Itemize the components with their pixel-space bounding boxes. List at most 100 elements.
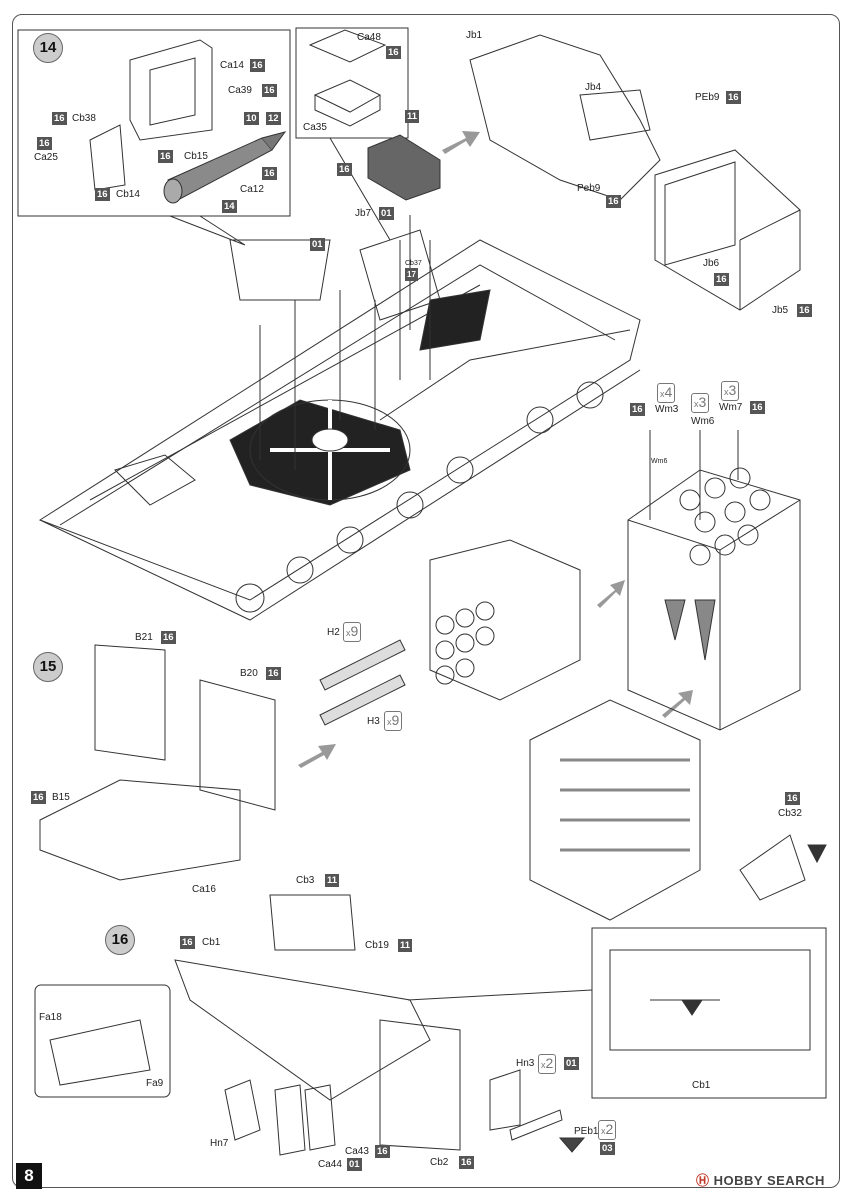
label-cb14: Cb14	[116, 189, 140, 200]
inset-leader-16	[407, 989, 593, 1001]
label-ca43: Ca43	[345, 1146, 369, 1157]
color-code-01: 01	[310, 238, 325, 251]
color-code-b15: 16	[31, 791, 46, 804]
label-ca16: Ca16	[192, 884, 216, 895]
fa-inset	[34, 984, 171, 1098]
label-h2: H2	[327, 627, 340, 638]
step-15-badge: 15	[33, 652, 63, 682]
label-peb1: PEb1	[574, 1126, 599, 1137]
label-ca48: Ca48	[357, 32, 381, 43]
color-code-12: 12	[266, 112, 281, 125]
quantity-wm7: x3	[721, 381, 740, 401]
label-ca14: Ca14	[220, 60, 244, 71]
label-peb9-upper: PEb9	[695, 92, 720, 103]
label-ca25: Ca25	[34, 152, 58, 163]
mount-bracket-part	[89, 39, 213, 191]
label-jb5: Jb5	[772, 305, 789, 316]
color-code-cb2: 16	[459, 1156, 474, 1169]
color-code-14: 14	[222, 200, 237, 213]
label-ca44: Ca44	[318, 1159, 342, 1170]
color-code-ca39: 16	[262, 84, 277, 97]
label-hn7: Hn7	[210, 1138, 229, 1149]
label-cb19: Cb19	[365, 940, 389, 951]
label-peb9-lower: Peb9	[577, 183, 601, 194]
color-code-cb3: 11	[325, 874, 340, 887]
color-code-16-ca12: 16	[262, 167, 277, 180]
label-b15: B15	[52, 792, 70, 803]
color-code-cb14: 16	[95, 188, 110, 201]
label-cb32: Cb32	[778, 808, 802, 819]
step-14-badge: 14	[33, 33, 63, 63]
label-jb1: Jb1	[466, 30, 483, 41]
color-code-b20: 16	[266, 667, 281, 680]
label-wm6: Wm6	[691, 416, 715, 427]
label-ca12: Ca12	[240, 184, 264, 195]
panel-cb1	[174, 959, 431, 1101]
label-cb37: Cb37	[405, 260, 422, 267]
ammo-rack-lower	[529, 699, 827, 921]
label-h3: H3	[367, 716, 380, 727]
color-code-ca44: 01	[347, 1158, 362, 1171]
tray-inset	[295, 27, 409, 139]
color-code-wm3: 16	[630, 403, 645, 416]
color-code-jb7: 01	[379, 207, 394, 220]
color-code-cb1: 16	[180, 936, 195, 949]
label-ca39: Ca39	[228, 85, 252, 96]
color-code-ca43: 16	[375, 1145, 390, 1158]
net-part-jb1	[469, 34, 661, 201]
label-cb2: Cb2	[430, 1157, 449, 1168]
color-code-peb9: 16	[606, 195, 621, 208]
label-jb7: Jb7	[355, 208, 372, 219]
label-wm7: Wm7	[719, 402, 743, 413]
color-code-tray-11: 11	[405, 110, 420, 123]
label-wm3: Wm3	[655, 404, 679, 415]
rack-parts-b20-b21	[39, 644, 276, 881]
direction-arrows	[298, 131, 693, 768]
color-code-jb4: 16	[726, 91, 741, 104]
color-code-tray-16: 16	[337, 163, 352, 176]
label-b20: B20	[240, 668, 258, 679]
page-frame	[12, 14, 840, 1188]
ammo-rack-upper	[627, 430, 801, 731]
color-code-b21: 16	[161, 631, 176, 644]
label-b21: B21	[135, 632, 153, 643]
label-cb15: Cb15	[184, 151, 208, 162]
shell-round-ca12	[163, 131, 287, 204]
label-cb1-detail: Cb1	[692, 1080, 711, 1091]
quantity-wm3: x4	[657, 383, 676, 403]
part-cb3	[269, 894, 356, 951]
label-cb3: Cb3	[296, 875, 315, 886]
color-code-hn3: 01	[564, 1057, 579, 1070]
label-jb6: Jb6	[703, 258, 720, 269]
tray-part-11	[367, 134, 441, 201]
part-cb2	[379, 1019, 461, 1151]
label-cb1: Cb1	[202, 937, 221, 948]
part-jb4	[579, 89, 651, 141]
color-code-cb32: 16	[785, 792, 800, 805]
quantity-peb1: x2	[598, 1120, 617, 1140]
label-ca35: Ca35	[303, 122, 327, 133]
color-code-cb19: 11	[398, 939, 413, 952]
color-code-10: 10	[244, 112, 259, 125]
inset-leader	[169, 215, 246, 246]
label-cb38: Cb38	[72, 113, 96, 124]
color-code-jb5: 16	[797, 304, 812, 317]
color-code-ca14: 16	[250, 59, 265, 72]
label-jb4: Jb4	[585, 82, 602, 93]
hull-assembly	[38, 215, 641, 621]
color-code-jb6: 16	[714, 273, 729, 286]
label-fa9: Fa9	[146, 1078, 164, 1089]
color-code-peb1: 03	[600, 1142, 615, 1155]
color-code-cb37: 17	[405, 268, 418, 281]
detail-inset-16b	[591, 927, 827, 1099]
page-number: 8	[16, 1163, 42, 1189]
color-code-wm7: 16	[750, 401, 765, 414]
color-code-ca48: 16	[386, 46, 401, 59]
quantity-h3: x9	[384, 711, 403, 731]
label-fa18: Fa18	[39, 1012, 62, 1023]
color-code-cb15: 16	[158, 150, 173, 163]
quantity-hn3: x2	[538, 1054, 557, 1074]
detail-inset-14	[17, 29, 291, 217]
quantity-wm6: x3	[691, 393, 710, 413]
